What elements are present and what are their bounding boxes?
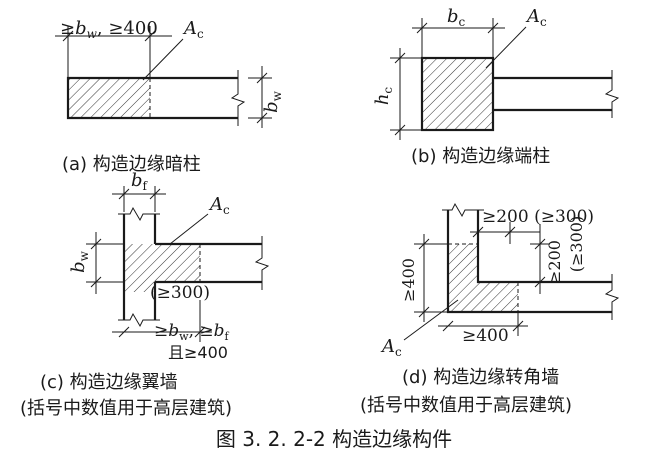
ac-label: Ac [182,18,204,41]
dim-side-label: bw [68,250,91,273]
panel-b: bc Ac hc (b) 构造边缘端柱 [372,6,620,167]
figure-title: 图 3. 2. 2-2 构造边缘构件 [216,427,452,451]
caption-c: (c) 构造边缘翼墙 [40,372,178,393]
caption-d: (d) 构造边缘转角墙 [402,367,559,388]
ac-label: Ac [208,194,230,217]
hidden-column-hatch [68,78,150,118]
panel-c: bf Ac bw (≥300) ≥b [20,170,270,419]
dim-paren-label: (≥300) [150,283,210,303]
dim-top-label: bc [447,6,466,29]
caption-b: (b) 构造边缘端柱 [411,146,550,167]
corner-wall-hatch [448,244,518,312]
end-column-hatch [422,58,493,130]
panel-a: ≥bw, ≥400 Ac bw (a) 构造边缘暗柱 [55,18,284,175]
dim-side-label: bw [261,90,284,113]
panel-d: ≥200 (≥300) ≥200 (≥300) ≥400 ≥400 Ac (d)… [360,202,620,416]
dim-bottom-label-1: ≥bw, ≥bf [154,321,230,343]
dim-top-label: ≥200 (≥300) [482,207,594,227]
dim-right-label-1: ≥200 [545,240,564,284]
dim-bottom-label: ≥400 [462,326,509,346]
flange-wall-hatch [124,244,200,282]
dim-left-label: ≥400 [399,258,418,302]
ac-label: Ac [525,6,547,29]
dim-top-label: ≥bw, ≥400 [60,18,158,41]
note-c: (括号中数值用于高层建筑) [20,398,232,419]
dim-bottom-label-2: 且≥400 [168,343,228,362]
dim-right-label-2: (≥300) [567,216,586,272]
note-d: (括号中数值用于高层建筑) [360,395,572,416]
dim-side-label: hc [372,87,395,106]
ac-label: Ac [380,336,402,359]
caption-a: (a) 构造边缘暗柱 [62,154,201,175]
dim-top-label: bf [131,170,149,193]
